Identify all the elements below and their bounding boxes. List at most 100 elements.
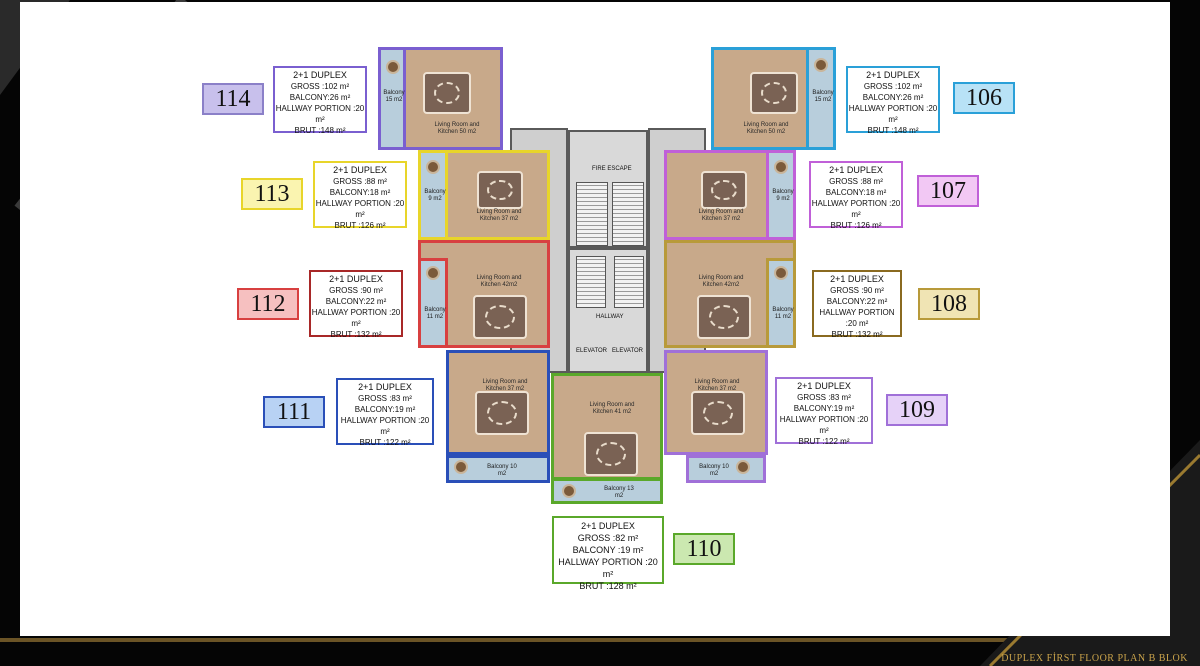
brut-area: BRUT :148 m²	[867, 126, 919, 135]
unit-type: 2+1 DUPLEX	[581, 521, 635, 531]
unit-106-info: 2+1 DUPLEX GROSS :102 m² BALCONY:26 m² H…	[846, 66, 940, 135]
brut-area: BRUT :126 m²	[830, 221, 882, 230]
plan-title: DUPLEX FİRST FLOOR PLAN B BLOK	[1001, 653, 1188, 664]
brut-area: BRUT :122 m²	[359, 438, 411, 447]
gross-area: GROSS :88 m²	[829, 177, 883, 186]
brut-area: BRUT :122 m²	[798, 437, 850, 446]
dining-table-icon	[736, 460, 750, 474]
living-room-label: Living Room and Kitchen 37 m2	[694, 379, 740, 392]
unit-type: 2+1 DUPLEX	[329, 274, 383, 284]
unit-109-number: 109	[886, 394, 948, 426]
living-room-label: Living Room and Kitchen 37 m2	[698, 209, 744, 222]
balcony-label: Balcony 9 m2	[772, 189, 794, 202]
rug	[475, 391, 529, 435]
hallway-portion: HALLWAY PORTION :20 m²	[315, 199, 405, 219]
balcony-label: Balcony 15 m2	[812, 90, 834, 103]
living-room-label: Living Room and Kitchen 41 m2	[589, 402, 635, 415]
rug	[697, 295, 751, 339]
balcony-label: Balcony 10 m2	[699, 464, 729, 477]
unit-113-info: 2+1 DUPLEX GROSS :88 m² BALCONY:18 m² HA…	[313, 161, 407, 230]
gross-area: GROSS :83 m²	[797, 393, 851, 402]
balcony-area: BALCONY :19 m²	[572, 545, 644, 555]
living-room-label: Living Room and Kitchen 37 m2	[482, 379, 528, 392]
hallway-portion: HALLWAY PORTION :20 m²	[811, 199, 901, 219]
core-hallway: HALLWAY ELEVATOR ELEVATOR	[568, 248, 648, 373]
unit-110-plan: Living Room and Kitchen 41 m2	[551, 373, 663, 480]
rug	[477, 171, 523, 209]
unit-111-info: 2+1 DUPLEX GROSS :83 m² BALCONY:19 m² HA…	[336, 378, 434, 447]
balcony-area: BALCONY:19 m²	[354, 405, 416, 414]
unit-109-info: 2+1 DUPLEX GROSS :83 m² BALCONY:19 m² HA…	[775, 377, 873, 446]
hallway-portion: HALLWAY PORTION :20 m²	[311, 308, 401, 328]
living-room-label: Living Room and Kitchen 42m2	[476, 275, 522, 288]
unit-type: 2+1 DUPLEX	[829, 165, 883, 175]
unit-111-plan: Living Room and Kitchen 37 m2	[446, 350, 550, 455]
stair-flight	[576, 182, 608, 246]
unit-107-number: 107	[917, 175, 979, 207]
unit-type: 2+1 DUPLEX	[293, 70, 347, 80]
elevator-label: ELEVATOR	[612, 348, 644, 354]
unit-type: 2+1 DUPLEX	[866, 70, 920, 80]
unit-106-number: 106	[953, 82, 1015, 114]
living-room-label: Living Room and Kitchen 50 m2	[434, 122, 480, 135]
stair-flight	[576, 256, 606, 308]
balcony-label: Balcony 11 m2	[772, 307, 794, 320]
gross-area: GROSS :90 m²	[830, 286, 884, 295]
brut-area: BRUT :132 m²	[831, 330, 883, 339]
living-room-label: Living Room and Kitchen 42m2	[698, 275, 744, 288]
unit-type: 2+1 DUPLEX	[333, 165, 387, 175]
brut-area: BRUT :148 m²	[294, 126, 346, 135]
rug	[691, 391, 745, 435]
dining-table-icon	[426, 160, 440, 174]
unit-110-info: 2+1 DUPLEX GROSS :82 m² BALCONY :19 m² H…	[552, 516, 664, 591]
hallway-portion: HALLWAY PORTION :20 m²	[275, 104, 365, 124]
unit-114-info: 2+1 DUPLEX GROSS :102 m² BALCONY:26 m² H…	[273, 66, 367, 135]
unit-109-balcony: Balcony 10 m2	[686, 455, 766, 483]
hallway-portion: HALLWAY PORTION :20 m²	[558, 557, 658, 579]
gross-area: GROSS :102 m²	[290, 82, 350, 91]
balcony-area: BALCONY:22 m²	[325, 297, 387, 306]
brut-area: BRUT :132 m²	[330, 330, 382, 339]
dining-table-icon	[774, 266, 788, 280]
unit-110-number: 110	[673, 533, 735, 565]
rug	[423, 72, 471, 114]
dining-table-icon	[386, 60, 400, 74]
rug	[701, 171, 747, 209]
unit-107-info: 2+1 DUPLEX GROSS :88 m² BALCONY:18 m² HA…	[809, 161, 903, 230]
balcony-area: BALCONY:26 m²	[862, 93, 924, 102]
balcony-area: BALCONY:19 m²	[793, 404, 855, 413]
gross-area: GROSS :88 m²	[333, 177, 387, 186]
balcony-area: BALCONY:18 m²	[329, 188, 391, 197]
balcony-label: Balcony 13 m2	[604, 486, 634, 499]
stair-flight	[612, 182, 644, 246]
fire-escape-label: FIRE ESCAPE	[592, 166, 632, 172]
rug	[473, 295, 527, 339]
unit-112-number: 112	[237, 288, 299, 320]
unit-type: 2+1 DUPLEX	[358, 382, 412, 392]
core-fire-escape: FIRE ESCAPE	[568, 130, 648, 248]
stair-flight	[614, 256, 644, 308]
unit-108-info: 2+1 DUPLEX GROSS :90 m² BALCONY:22 m² HA…	[812, 270, 902, 339]
balcony-label: Balcony 10 m2	[487, 464, 517, 477]
hallway-portion: HALLWAY PORTION :20 m²	[340, 416, 430, 436]
balcony-area: BALCONY:26 m²	[289, 93, 351, 102]
gross-area: GROSS :102 m²	[863, 82, 923, 91]
living-room-label: Living Room and Kitchen 50 m2	[743, 122, 789, 135]
hallway-portion: HALLWAY PORTION :20 m²	[848, 104, 938, 124]
unit-type: 2+1 DUPLEX	[797, 381, 851, 391]
unit-111-balcony: Balcony 10 m2	[446, 455, 550, 483]
unit-111-number: 111	[263, 396, 325, 428]
gross-area: GROSS :82 m²	[577, 533, 639, 543]
unit-108-number: 108	[918, 288, 980, 320]
balcony-area: BALCONY:22 m²	[826, 297, 888, 306]
unit-112-info: 2+1 DUPLEX GROSS :90 m² BALCONY:22 m² HA…	[309, 270, 403, 339]
gross-area: GROSS :90 m²	[329, 286, 383, 295]
hallway-label: HALLWAY	[596, 314, 624, 320]
dining-table-icon	[426, 266, 440, 280]
elevator-label: ELEVATOR	[576, 348, 608, 354]
dining-table-icon	[562, 484, 576, 498]
unit-114-number: 114	[202, 83, 264, 115]
dining-table-icon	[774, 160, 788, 174]
unit-type: 2+1 DUPLEX	[830, 274, 884, 284]
brut-area: BRUT :126 m²	[334, 221, 386, 230]
